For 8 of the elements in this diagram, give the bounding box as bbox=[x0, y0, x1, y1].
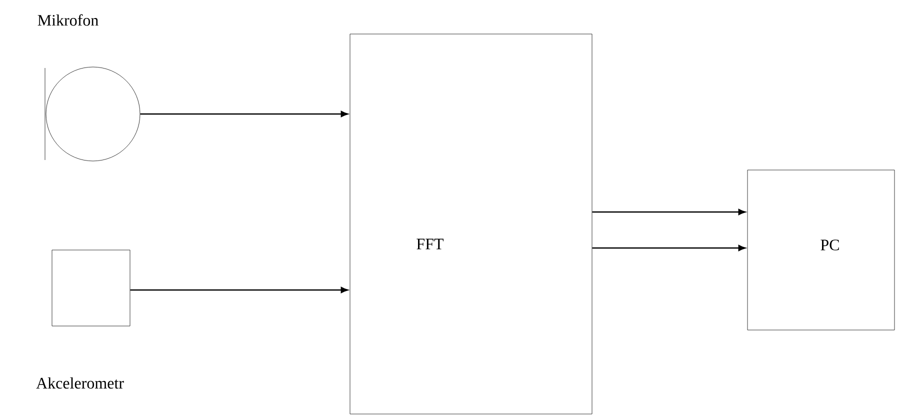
node-label: Mikrofon bbox=[38, 14, 98, 26]
arrow bbox=[592, 244, 746, 252]
arrow bbox=[140, 110, 348, 118]
arrow bbox=[130, 286, 348, 294]
arrow bbox=[592, 208, 746, 216]
node-label: Akcelerometr bbox=[36, 377, 124, 389]
process-box: FFT bbox=[350, 34, 592, 414]
process-box: PC bbox=[747, 170, 895, 330]
